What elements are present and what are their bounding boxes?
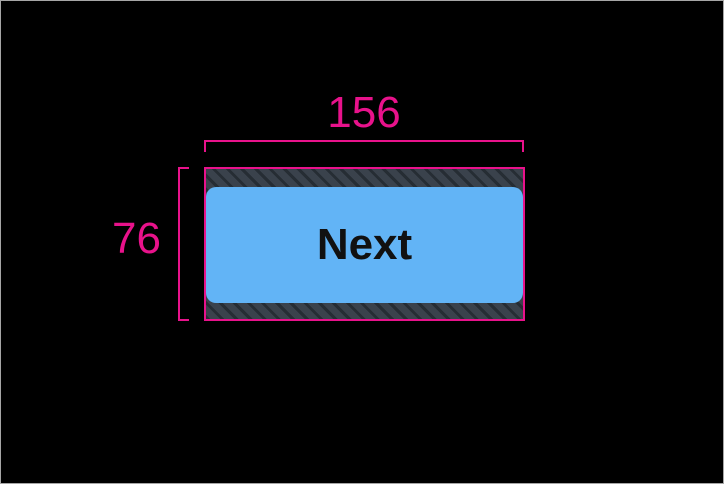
button-padding-bounds: Next bbox=[204, 167, 525, 321]
width-dimension-label: 156 bbox=[327, 88, 401, 137]
width-dimension-line bbox=[204, 140, 524, 152]
next-button-label: Next bbox=[316, 220, 413, 269]
next-button[interactable]: Next bbox=[206, 187, 523, 303]
height-dimension-line bbox=[178, 167, 189, 321]
height-dimension-label: 76 bbox=[112, 214, 161, 263]
